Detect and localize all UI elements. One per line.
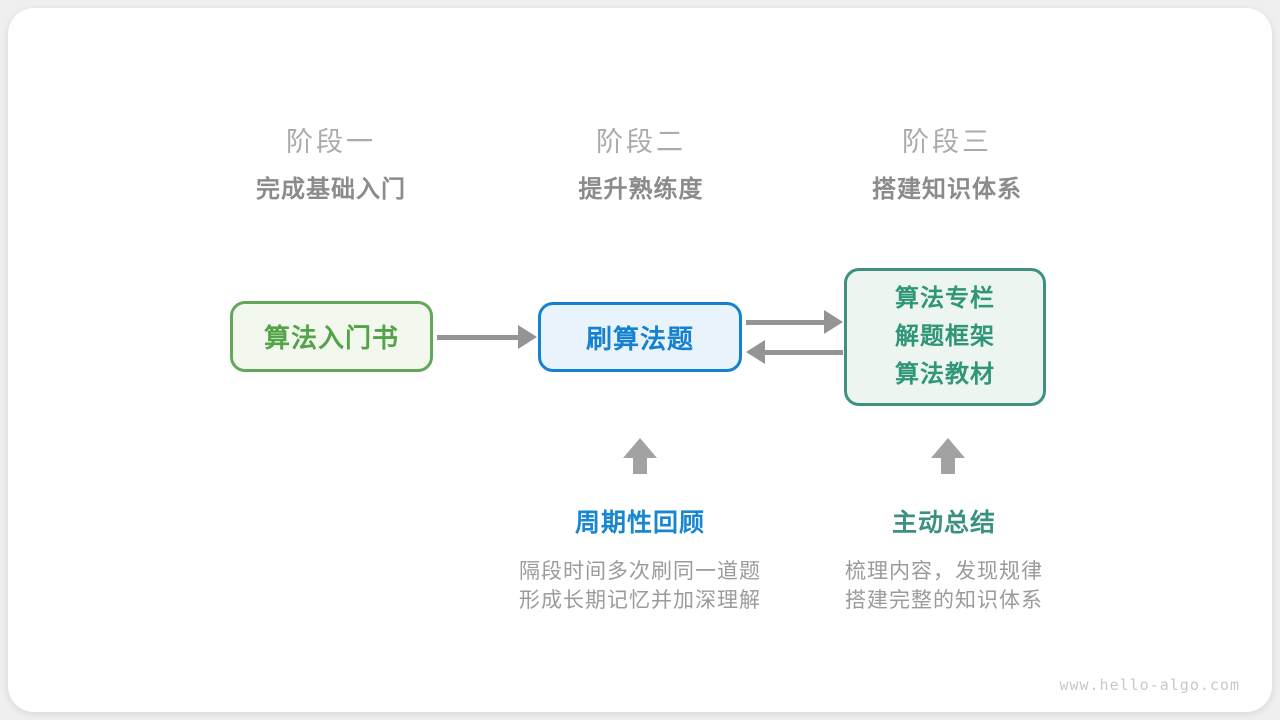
stage-3-header: 阶段三 搭建知识体系 (787, 128, 1107, 203)
flow-box-line: 算法教材 (895, 361, 995, 388)
flow-box-knowledge-sources: 算法专栏 解题框架 算法教材 (844, 268, 1046, 406)
annotation-heading: 周期性回顾 (574, 509, 705, 537)
arrow-up-icon (931, 438, 965, 474)
annotation-heading: 主动总结 (891, 509, 996, 537)
annotation-active-summary: 主动总结 梳理内容，发现规律 搭建完整的知识体系 (754, 508, 1134, 615)
annotation-line: 隔段时间多次刷同一道题 (519, 560, 761, 583)
flow-box-label: 算法入门书 (263, 323, 399, 353)
annotation-line: 形成长期记忆并加深理解 (519, 589, 761, 612)
annotation-periodic-review: 周期性回顾 隔段时间多次刷同一道题 形成长期记忆并加深理解 (450, 508, 830, 615)
annotation-line: 梳理内容，发现规律 (845, 560, 1043, 583)
stage-subtitle: 提升熟练度 (578, 176, 704, 203)
arrow-head (518, 325, 537, 349)
flow-box-label: 刷算法题 (585, 323, 694, 354)
arrow-up-icon (623, 438, 657, 474)
arrow-head (623, 438, 657, 458)
arrow-shaft (764, 350, 843, 355)
stage-1-header: 阶段一 完成基础入门 (171, 128, 491, 203)
stage-2-header: 阶段二 提升熟练度 (481, 128, 801, 203)
stage-title: 阶段二 (596, 127, 686, 157)
annotation-body: 隔段时间多次刷同一道题 形成长期记忆并加深理解 (450, 557, 830, 615)
arrow-head (746, 340, 765, 364)
arrow-left-icon (746, 340, 843, 365)
stage-subtitle: 搭建知识体系 (872, 176, 1022, 203)
arrow-right-icon (746, 310, 843, 335)
annotation-line: 搭建完整的知识体系 (845, 589, 1043, 612)
arrow-shaft (437, 335, 519, 340)
flow-box-intro-book: 算法入门书 (230, 301, 433, 372)
annotation-body: 梳理内容，发现规律 搭建完整的知识体系 (754, 557, 1134, 615)
arrow-head (931, 438, 965, 458)
arrow-right-icon (437, 325, 537, 350)
stage-title: 阶段一 (286, 127, 376, 157)
arrow-shaft (746, 320, 825, 325)
stage-title: 阶段三 (902, 127, 992, 157)
flow-box-practice-problems: 刷算法题 (538, 302, 742, 372)
flow-box-line: 解题框架 (895, 323, 995, 350)
stage-subtitle: 完成基础入门 (256, 176, 406, 203)
arrow-shaft (633, 458, 647, 474)
flow-box-line: 算法专栏 (895, 285, 995, 312)
arrow-shaft (941, 458, 955, 474)
arrow-head (824, 310, 843, 334)
watermark: www.hello-algo.com (1059, 676, 1240, 694)
